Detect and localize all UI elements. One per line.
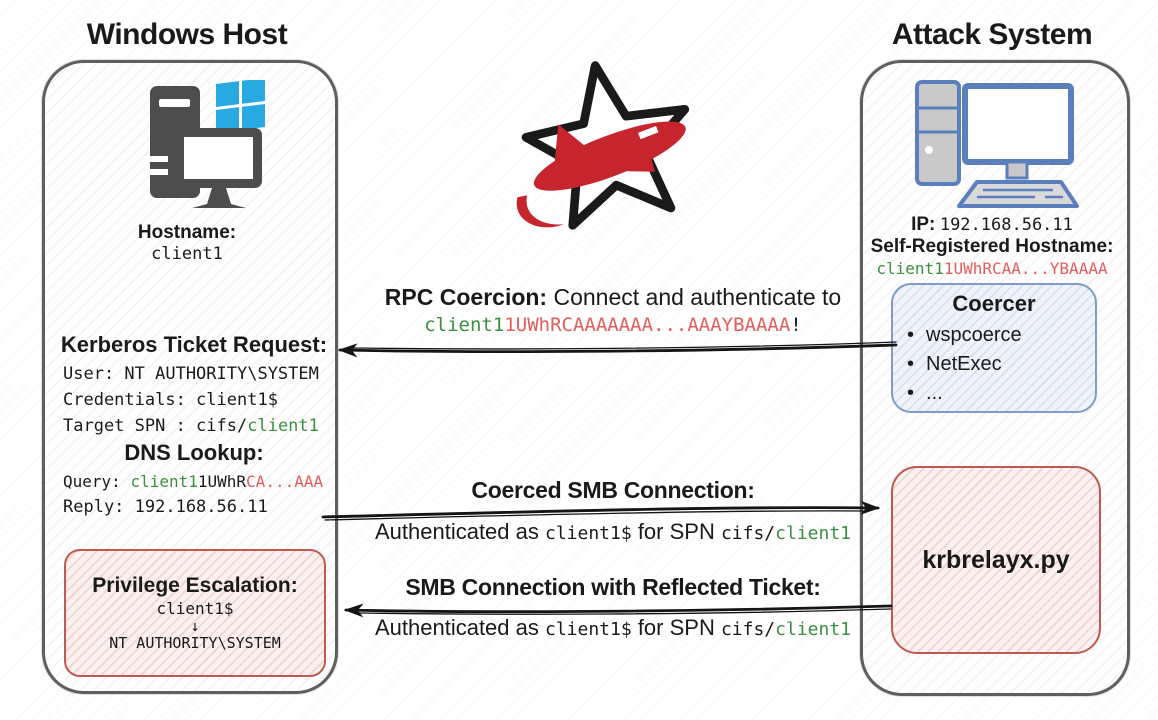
hostname-label: Hostname: bbox=[137, 222, 237, 243]
coercer-box: Coercer wspcoerce NetExec ... bbox=[891, 283, 1097, 413]
hostname-value: client1 bbox=[151, 244, 223, 264]
kerberos-user-line: User: NT AUTHORITY\SYSTEM bbox=[63, 364, 319, 384]
krbrelayx-box: krbrelayx.py bbox=[891, 466, 1101, 654]
coercer-tool-item: wspcoerce bbox=[907, 321, 1095, 350]
krbrelayx-label: krbrelayx.py bbox=[922, 545, 1070, 574]
dns-query-hostpart: client1 bbox=[130, 472, 198, 491]
spn-target-host: client1 bbox=[247, 416, 319, 436]
selfreg-hostname-value: client11UWhRCAA...YBAAAA bbox=[876, 259, 1108, 278]
coercer-tool-item: ... bbox=[907, 379, 1095, 408]
rpc-coercion-heading: RPC Coercion: Connect and authenticate t… bbox=[384, 284, 842, 310]
reflected-smb-auth-line: Authenticated as client1$ for SPN cifs/c… bbox=[374, 615, 851, 640]
windows-computer-icon bbox=[150, 80, 265, 208]
privilege-from-account: client1$ bbox=[156, 599, 234, 618]
shuttle-star-logo-icon bbox=[516, 61, 690, 230]
reflected-smb-arrow bbox=[343, 603, 893, 618]
windows-host-title: Windows Host bbox=[86, 18, 288, 51]
attack-computer-icon bbox=[915, 80, 1079, 208]
rpc-coercion-target: client11UWhRCAAAAAAA...AAAYBAAAA! bbox=[424, 314, 802, 336]
kerberos-request-heading: Kerberos Ticket Request: bbox=[60, 332, 328, 357]
dns-query-line: Query: client11UWhRCA...AAA bbox=[63, 472, 324, 491]
reflected-smb-heading: SMB Connection with Reflected Ticket: bbox=[405, 574, 821, 600]
privilege-escalation-box: Privilege Escalation: client1$ ↓ NT AUTH… bbox=[64, 549, 326, 677]
dns-lookup-heading: DNS Lookup: bbox=[124, 440, 264, 465]
ip-line: IP: 192.168.56.11 bbox=[911, 214, 1073, 235]
selfreg-hostname-label: Self-Registered Hostname: bbox=[870, 236, 1114, 257]
dns-reply-line: Reply: 192.168.56.11 bbox=[63, 497, 268, 517]
down-arrow-icon: ↓ bbox=[190, 617, 200, 635]
coerced-smb-auth-line: Authenticated as client1$ for SPN cifs/c… bbox=[374, 519, 851, 544]
dns-query-randompart: CA...AAA bbox=[246, 472, 324, 491]
kerberos-credentials-line: Credentials: client1$ bbox=[63, 390, 278, 410]
kerberos-spn-line: Target SPN : cifs/client1 bbox=[63, 416, 319, 436]
privilege-escalation-heading: Privilege Escalation: bbox=[92, 574, 298, 597]
attack-system-title: Attack System bbox=[891, 18, 1093, 51]
coercer-heading: Coercer bbox=[952, 291, 1036, 316]
privilege-to-account: NT AUTHORITY\SYSTEM bbox=[109, 634, 281, 652]
rpc-coercion-arrow bbox=[337, 343, 898, 358]
coercer-tool-list: wspcoerce NetExec ... bbox=[893, 321, 1095, 408]
coerced-smb-arrow bbox=[321, 500, 881, 519]
coercer-tool-item: NetExec bbox=[907, 350, 1095, 379]
coerced-smb-heading: Coerced SMB Connection: bbox=[471, 477, 755, 503]
